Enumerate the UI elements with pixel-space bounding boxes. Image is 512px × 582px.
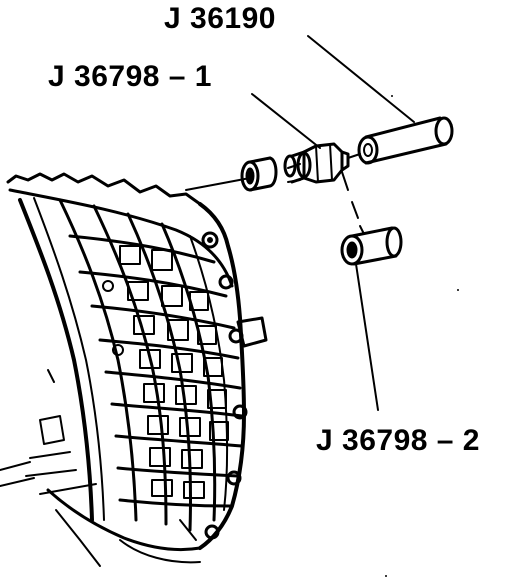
callout-label-j36798-2: J 36798 – 2 xyxy=(316,424,480,457)
callout-label-j36798-1: J 36798 – 1 xyxy=(48,60,212,93)
leader-line-j36798-1 xyxy=(251,93,321,149)
callout-label-j36190: J 36190 xyxy=(164,2,276,35)
leader-line-j36190 xyxy=(307,35,415,123)
tool-axis-line xyxy=(185,177,251,191)
bushing-part xyxy=(240,156,278,192)
leader-line-j36798-2 xyxy=(355,263,379,411)
installer-j36798-1 xyxy=(283,142,350,184)
transmission-housing xyxy=(0,172,268,567)
adapter-j36798-2 xyxy=(340,226,403,266)
handle-j36190 xyxy=(347,116,454,165)
connection-dashed-line xyxy=(341,171,349,191)
